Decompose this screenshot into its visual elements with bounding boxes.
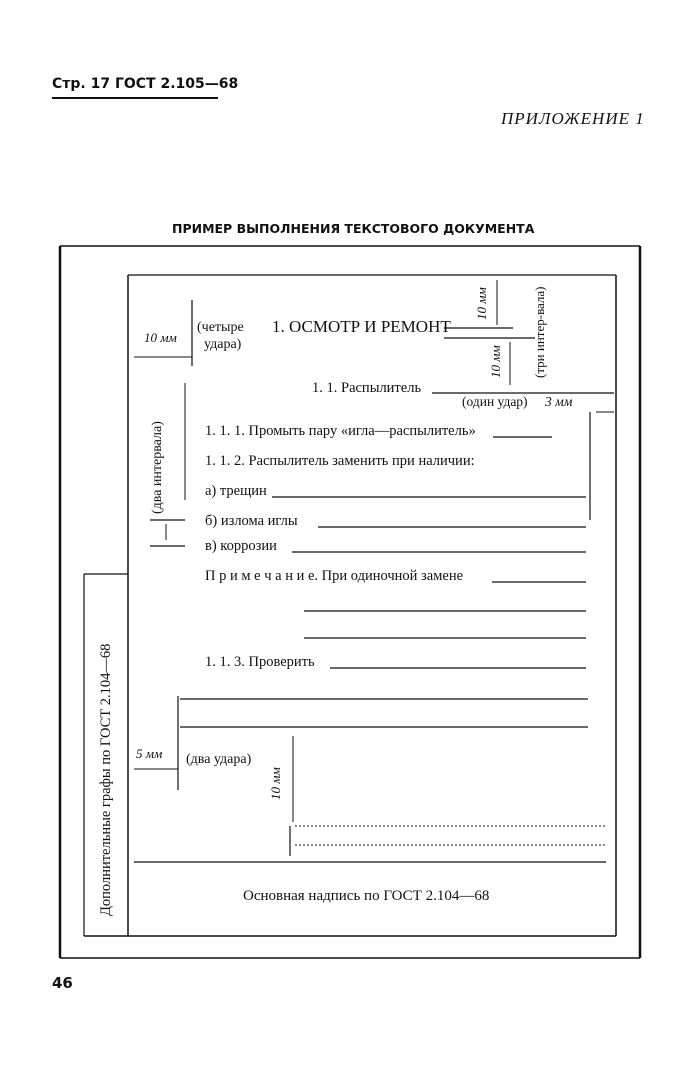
dim-3mm-label: 3 мм xyxy=(545,394,573,409)
appendix-label: ПРИЛОЖЕНИЕ 1 xyxy=(501,109,645,128)
two-intervals-label: (два интервала) xyxy=(150,421,165,514)
one-strike-label: (один удар) xyxy=(462,394,528,409)
subsection-heading: 1. 1. Распылитель xyxy=(312,380,422,396)
sub-item-c: в) коррозии xyxy=(205,538,277,554)
note-text: П р и м е ч а н и е. При одиночной замен… xyxy=(205,568,464,584)
dim-10mm-top-label: 10 мм xyxy=(474,287,489,320)
dim-10mm-left-label: 10 мм xyxy=(144,330,177,345)
page-number: 46 xyxy=(52,974,73,992)
title-block-label: Основная надпись по ГОСТ 2.104—68 xyxy=(243,888,490,904)
four-strikes-label-1: (четыре xyxy=(197,320,244,335)
three-intervals-label: (три интер-вала) xyxy=(532,286,547,378)
item-1-1-2: 1. 1. 2. Распылитель заменить при наличи… xyxy=(205,453,475,469)
four-strikes-label-2: удара) xyxy=(204,337,242,352)
side-graphs-label: Дополнительные графы по ГОСТ 2.104—68 xyxy=(98,643,114,916)
sub-item-b: б) излома иглы xyxy=(205,513,298,529)
dim-10mm-mid-label: 10 мм xyxy=(488,345,503,378)
page-reference: Стр. 17 ГОСТ 2.105—68 xyxy=(52,76,239,92)
sub-item-a: а) трещин xyxy=(205,483,267,499)
section-heading: 1. ОСМОТР И РЕМОНТ xyxy=(272,317,451,336)
document-title: ПРИМЕР ВЫПОЛНЕНИЯ ТЕКСТОВОГО ДОКУМЕНТА xyxy=(172,221,535,236)
item-1-1-1: 1. 1. 1. Промыть пару «игла—распылитель» xyxy=(205,423,476,439)
two-strikes-label: (два удара) xyxy=(186,752,252,767)
item-1-1-3: 1. 1. 3. Проверить xyxy=(205,654,315,670)
dim-5mm-label: 5 мм xyxy=(136,746,163,761)
dim-10mm-bottom-label: 10 мм xyxy=(268,767,283,800)
